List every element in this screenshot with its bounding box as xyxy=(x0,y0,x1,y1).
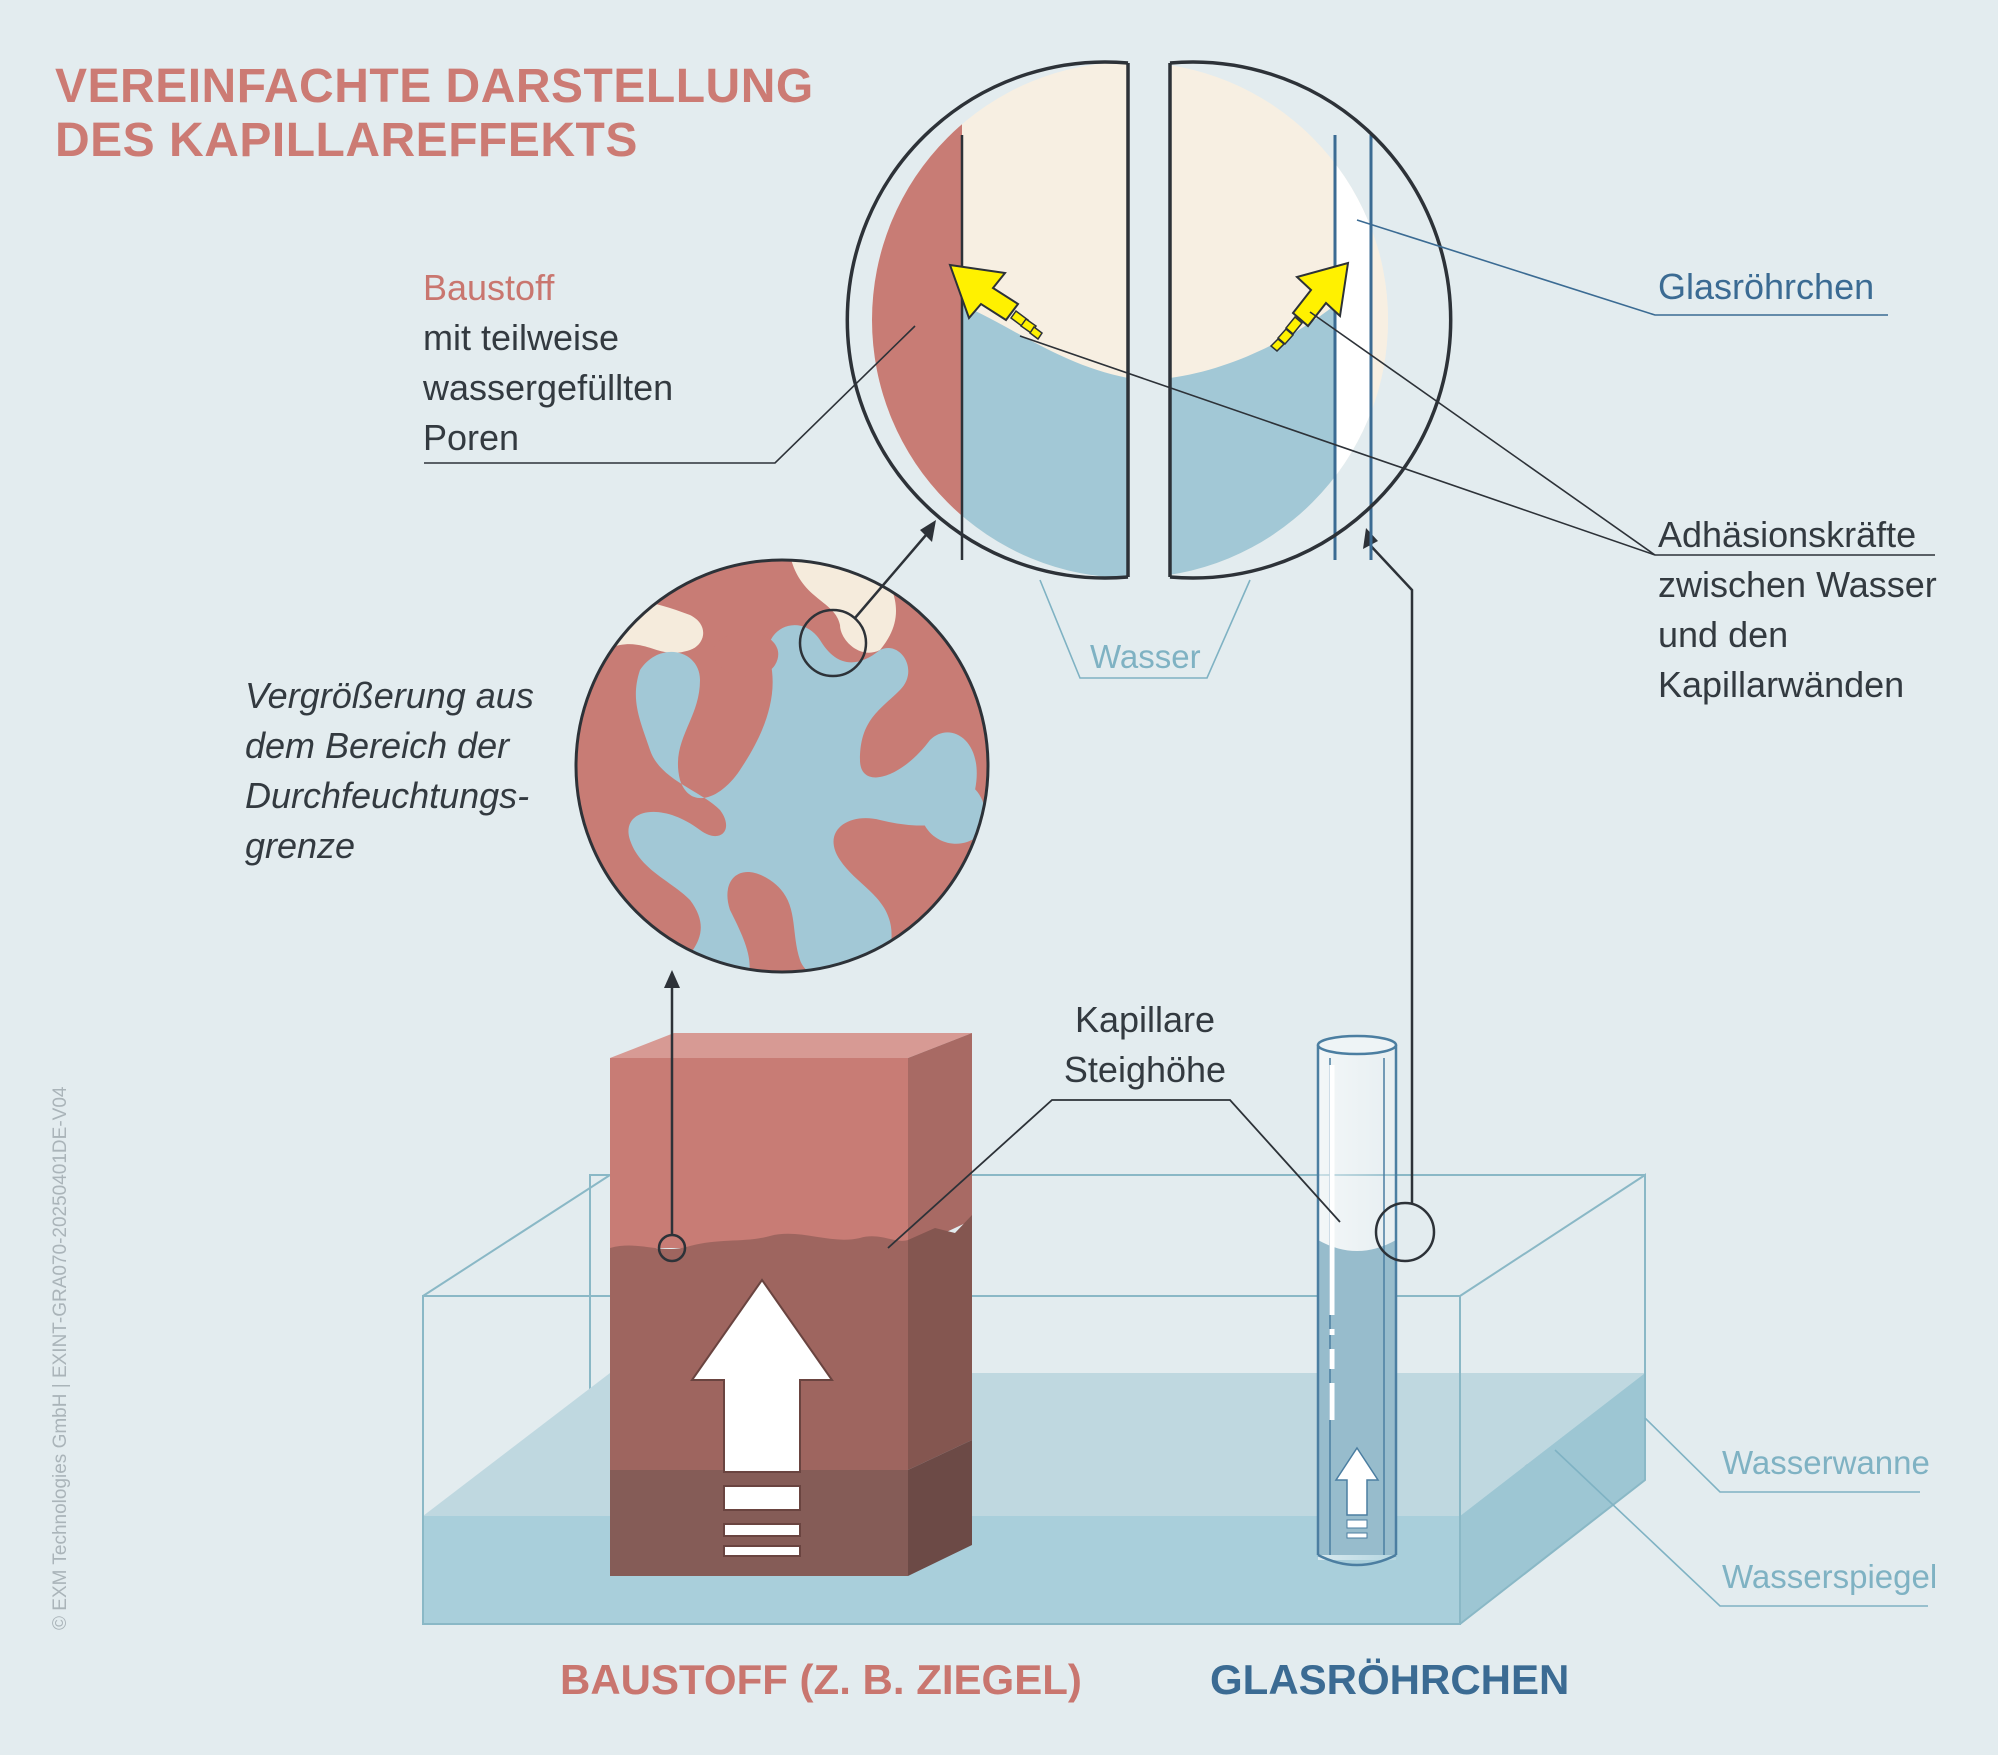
label-baustoff-heading: Baustoff xyxy=(423,267,555,308)
label-baustoff-line-4: Poren xyxy=(423,417,520,458)
brick-block xyxy=(610,970,972,1576)
label-vergroesserung: Vergrößerung aus dem Bereich der Durchfe… xyxy=(245,671,534,871)
adhesion-arrow-left xyxy=(948,263,1044,341)
bottom-label-glasroehrchen: GLASRÖHRCHEN xyxy=(1210,1656,1570,1703)
pore-zoom-marker xyxy=(798,608,868,678)
bottom-label-baustoff: BAUSTOFF (Z. B. ZIEGEL) xyxy=(560,1656,1082,1703)
brick-up-arrow xyxy=(690,1278,834,1473)
copyright-notice: © EXM Technologies GmbH | EXINT-GRA070-2… xyxy=(50,1086,71,1630)
kapillare-leader xyxy=(887,1099,1341,1249)
diagram-title: VEREINFACHTE DARSTELLUNG DES KAPILLAREFF… xyxy=(55,60,814,168)
glass-tube xyxy=(1316,528,1436,1567)
pore-zoom-circle xyxy=(574,520,990,974)
label-adhaesion-line-1: Adhäsionskräfte xyxy=(1658,514,1917,555)
water-side xyxy=(1460,1373,1645,1624)
brick-top xyxy=(610,1033,972,1058)
label-kapillare-steighoehe: Kapillare Steighöhe xyxy=(1055,995,1235,1095)
label-baustoff: Baustoff mit teilweise wassergefüllten P… xyxy=(423,263,673,463)
label-kapillare-line-2: Steighöhe xyxy=(1063,1049,1227,1090)
label-vergroesserung-line-2: dem Bereich der xyxy=(245,725,510,766)
label-adhaesion-line-2: zwischen Wasser xyxy=(1658,564,1937,605)
leader-lines xyxy=(424,219,1935,1607)
label-glasroehrchen: Glasröhrchen xyxy=(1658,266,1875,307)
brick-side-submerged xyxy=(908,1440,972,1576)
tube-zoom-marker xyxy=(1374,1201,1436,1263)
title-line-2: DES KAPILLAREFFEKTS xyxy=(55,114,638,167)
label-baustoff-line-3: wassergefüllten xyxy=(423,367,674,408)
label-vergroesserung-line-4: grenze xyxy=(245,825,356,866)
brick-side-dry xyxy=(908,1033,972,1250)
brick-front-dry xyxy=(610,1058,908,1248)
label-baustoff-line-2: mit teilweise xyxy=(423,317,620,358)
label-kapillare-line-1: Kapillare xyxy=(1074,999,1216,1040)
label-wasserspiegel: Wasserspiegel xyxy=(1722,1558,1938,1595)
label-wasserwanne: Wasserwanne xyxy=(1722,1444,1930,1481)
water-surface xyxy=(423,1373,1645,1516)
adhesion-zoom-circle xyxy=(845,60,1453,580)
adhesion-arrow-right xyxy=(1269,261,1350,353)
label-adhaesion-line-4: Kapillarwänden xyxy=(1658,664,1905,705)
label-adhaesion-line-3: und den xyxy=(1658,614,1789,655)
label-adhaesion: Adhäsionskräfte zwischen Wasser und den … xyxy=(1658,510,1937,710)
title-line-1: VEREINFACHTE DARSTELLUNG xyxy=(55,60,814,113)
brick-side-wet xyxy=(908,1215,972,1470)
label-vergroesserung-line-3: Durchfeuchtungs- xyxy=(245,775,530,816)
label-vergroesserung-line-1: Vergrößerung aus xyxy=(245,675,534,716)
water-tank xyxy=(422,1173,1646,1625)
label-wasser: Wasser xyxy=(1090,638,1201,675)
